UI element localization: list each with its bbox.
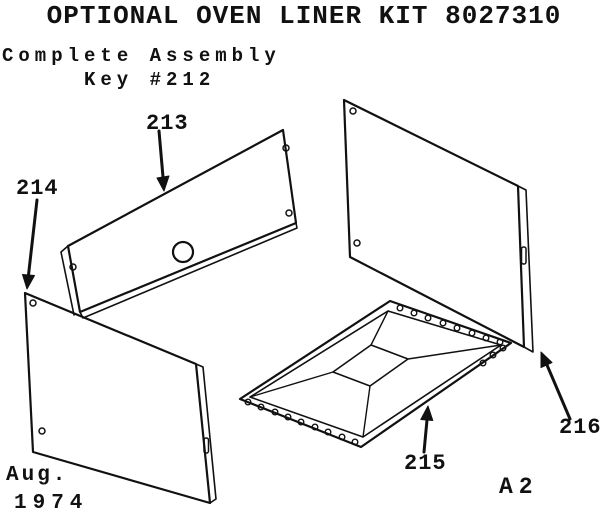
right-panel-drawing [342,98,534,353]
arrow-215 [420,405,434,454]
left-panel-drawing [23,291,217,505]
arrow-213 [156,129,170,192]
bottom-liner-hole-row-sw [244,398,359,446]
part-label-216: 216 [559,415,602,440]
callout-arrows [22,129,572,454]
footer-date-month: Aug. [6,464,69,487]
back-panel-drawing [60,128,298,319]
arrow-214 [22,198,39,290]
page-reference: A2 [499,474,539,500]
bottom-liner-emboss [332,344,409,387]
assembly-note-line1: Complete Assembly [2,45,281,67]
assembly-note-line2: Key #212 [84,69,216,91]
part-label-215: 215 [404,451,447,476]
part-label-214: 214 [16,176,59,201]
footer-date-year: 1974 [14,492,89,515]
bottom-liner-hole-row-ne [396,304,504,346]
bottom-liner-hole-row-se [479,344,507,367]
part-label-213: 213 [146,111,189,136]
left-panel-slot [203,437,210,454]
bottom-liner-drawing [238,299,513,449]
back-panel-hole [171,240,195,264]
page-title: OPTIONAL OVEN LINER KIT 8027310 [46,1,562,31]
arrow-216 [540,351,572,421]
right-panel-slot [520,246,527,265]
